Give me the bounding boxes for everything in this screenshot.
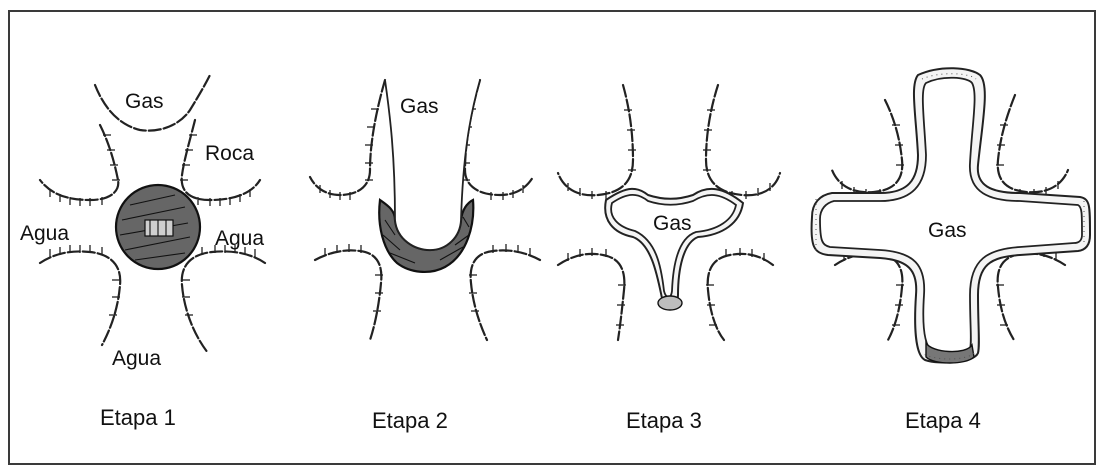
- stage-4: Gas: [812, 68, 1090, 363]
- label-gas: Gas: [400, 95, 439, 118]
- label-rock: Roca: [205, 142, 254, 165]
- stage-1: Gas Roca Agua Agua Agua: [20, 75, 265, 370]
- rock-grain-lower-left: [835, 253, 902, 340]
- caption-stage-2: Etapa 2: [372, 408, 448, 433]
- rock-grain-lower-right: [471, 250, 540, 340]
- rock-grain-lower-left: [558, 254, 624, 340]
- label-gas: Gas: [125, 90, 164, 113]
- rock-grain-upper-right: [706, 85, 780, 195]
- rock-grain-lower-left: [315, 250, 381, 340]
- stage-3: Gas: [558, 85, 780, 340]
- trapped-droplet: [658, 296, 682, 310]
- caption-stage-4: Etapa 4: [905, 408, 981, 433]
- rock-grain-lower-right: [708, 254, 773, 340]
- label-water-right: Agua: [215, 227, 264, 250]
- caption-stage-3: Etapa 3: [626, 408, 702, 433]
- caption-stage-1: Etapa 1: [100, 405, 176, 430]
- rock-grain-upper-left: [558, 85, 633, 195]
- gas-body: [820, 78, 1082, 354]
- rock-grain-upper-left: [40, 125, 118, 200]
- label-gas: Gas: [653, 212, 692, 235]
- stage-2: Gas: [310, 80, 540, 340]
- rock-grain-lower-right: [998, 253, 1065, 340]
- rock-grain-lower-left: [40, 251, 120, 345]
- label-water-left: Agua: [20, 222, 69, 245]
- label-water-bottom: Agua: [112, 347, 161, 370]
- label-gas: Gas: [928, 219, 967, 242]
- rock-grain-upper-left: [832, 100, 902, 192]
- rock-grain-lower-right: [182, 251, 265, 353]
- rock-grain-upper-right: [998, 95, 1068, 192]
- rock-grain-upper-left: [310, 80, 385, 195]
